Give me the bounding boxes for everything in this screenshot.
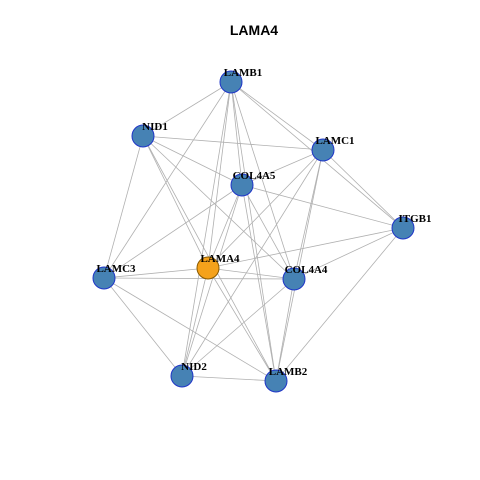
- edge-lamb1-lamc1: [230, 81, 324, 151]
- node-label-lamc3: LAMC3: [96, 263, 136, 275]
- edge-lamb1-col4a4: [230, 81, 295, 280]
- node-label-nid2: NID2: [181, 361, 207, 373]
- edge-nid2-lamb2: [181, 375, 277, 382]
- edge-lamb1-nid2: [181, 81, 232, 377]
- node-col4a5[interactable]: [230, 173, 254, 197]
- edge-lama4-nid2: [181, 267, 209, 377]
- edge-itgb1-lama4: [207, 227, 404, 269]
- node-itgb1[interactable]: [391, 216, 415, 240]
- edge-lamb1-nid1: [142, 81, 232, 137]
- edge-lamb1-lama4: [207, 81, 232, 269]
- edge-lamb1-lamc3: [103, 81, 232, 279]
- edge-col4a5-lamb2: [241, 184, 277, 382]
- nodes-layer: [92, 70, 415, 393]
- edge-col4a4-lamb2: [275, 278, 295, 382]
- edge-nid1-lamc3: [103, 135, 144, 279]
- edge-lamc1-itgb1: [322, 149, 404, 229]
- node-label-lamb2: LAMB2: [269, 366, 308, 378]
- node-lamc3[interactable]: [92, 266, 116, 290]
- edge-lamc3-col4a4: [103, 277, 295, 280]
- edges-layer: [103, 81, 404, 382]
- edge-nid1-lamc1: [142, 135, 324, 151]
- edge-lamc3-lama4: [103, 267, 209, 279]
- node-lamc1[interactable]: [311, 138, 335, 162]
- edge-col4a5-col4a4: [241, 184, 295, 280]
- edge-lamc1-col4a4: [293, 149, 324, 280]
- edge-lamc1-col4a5: [241, 149, 324, 186]
- edge-lamc3-nid2: [103, 277, 183, 377]
- node-nid2[interactable]: [170, 364, 194, 388]
- node-lamb2[interactable]: [264, 369, 288, 393]
- node-lama4[interactable]: [196, 256, 220, 280]
- edge-col4a5-nid2: [181, 184, 243, 377]
- edge-lama4-col4a4: [207, 267, 295, 280]
- node-label-lamc1: LAMC1: [315, 135, 354, 147]
- edge-col4a5-lamc3: [103, 184, 243, 279]
- node-label-lamb1: LAMB1: [224, 67, 263, 79]
- node-label-col4a4: COL4A4: [285, 264, 328, 276]
- edge-lamc1-lamb2: [275, 149, 324, 382]
- edge-lamb1-col4a5: [230, 81, 243, 186]
- node-lamb1[interactable]: [219, 70, 243, 94]
- graph-title: LAMA4: [230, 22, 278, 38]
- node-label-itgb1: ITGB1: [398, 213, 431, 225]
- node-label-col4a5: COL4A5: [233, 170, 276, 182]
- edge-itgb1-lamb2: [275, 227, 404, 382]
- edge-col4a5-lama4: [207, 184, 243, 269]
- node-nid1[interactable]: [131, 124, 155, 148]
- node-label-lama4: LAMA4: [200, 253, 240, 265]
- edge-col4a5-itgb1: [241, 184, 404, 229]
- edge-nid1-lama4: [142, 135, 209, 269]
- edge-lamb1-lamb2: [230, 81, 277, 382]
- node-label-nid1: NID1: [142, 121, 168, 133]
- edge-nid1-col4a5: [142, 135, 243, 186]
- edge-lamc1-lama4: [207, 149, 324, 269]
- edge-itgb1-col4a4: [293, 227, 404, 280]
- edge-lamc3-lamb2: [103, 277, 277, 382]
- edge-col4a4-nid2: [181, 278, 295, 377]
- node-col4a4[interactable]: [282, 267, 306, 291]
